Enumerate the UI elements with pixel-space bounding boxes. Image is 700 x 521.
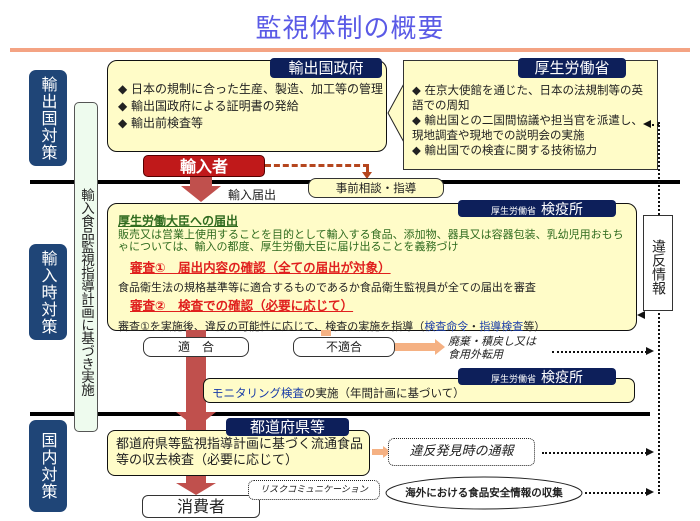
monitoring-header: 厚生労働省 検疫所 bbox=[458, 368, 616, 386]
violation-info-box: 違反情報 bbox=[643, 215, 673, 311]
noncompliant-box: 不適合 bbox=[293, 337, 395, 357]
notification-text: 販売又は営業上使用することを目的として輸入する食品、添加物、器具又は容器包装、乳… bbox=[118, 228, 624, 253]
import-flow-arrow-shaft bbox=[190, 177, 212, 187]
export-gov-item: ◆ 日本の規制に合った生産、製造、加工等の管理 bbox=[118, 82, 384, 96]
quarantine-header: 厚生労働省 検疫所 bbox=[458, 200, 616, 218]
risk-communication-box: リスクコミュニケーション bbox=[248, 480, 380, 500]
review1-text: 食品衛生法の規格基準等に適合するものであるか食品衛生監視員が全ての届出を審査 bbox=[118, 281, 536, 294]
consumer-box: 消費者 bbox=[142, 495, 260, 518]
mhlw-header: 厚生労働省 bbox=[518, 58, 626, 78]
callout-pointer bbox=[387, 79, 406, 147]
side-label-import: 輸入時対策 bbox=[29, 244, 67, 340]
notification-heading: 厚生労働大臣への届出 bbox=[118, 214, 239, 228]
monitoring-plan-column: 輸入食品監視指導計画に基づき実施 bbox=[74, 102, 98, 432]
prefectures-box: 都道府県等監視指導計画に基づく流通食品等の収去検査（必要に応じて） bbox=[107, 430, 370, 476]
review1-heading: 審査① 届出内容の確認（全ての届出が対象） bbox=[130, 260, 391, 275]
mhlw-box: ◆ 在京大使館を通じた、日本の法規制等の英語での周知 ◆ 輸出国との二国間協議や… bbox=[403, 60, 658, 170]
consultation-arrow bbox=[265, 164, 369, 167]
page-title: 監視体制の概要 bbox=[255, 14, 445, 44]
violation-report-box: 違反発見時の通報 bbox=[388, 438, 535, 466]
disposal-to-violation-line bbox=[552, 351, 647, 353]
review2-text: 審査①を実施後、違反の可能性に応じて、検査の実施を指導（検査命令・指導検査等） bbox=[118, 320, 546, 333]
overseas-info-text: 海外における食品安全情報の収集 bbox=[405, 487, 563, 499]
consultation-arrowhead bbox=[362, 172, 372, 179]
import-notification-label: 輸入届出 bbox=[228, 188, 277, 202]
divider-import-domestic bbox=[30, 412, 650, 416]
disposal-arrow bbox=[395, 343, 437, 351]
export-gov-item: ◆ 輸出国政府による証明書の発給 bbox=[118, 99, 299, 113]
side-label-domestic: 国内対策 bbox=[29, 420, 67, 512]
importer-box: 輸入者 bbox=[143, 155, 265, 177]
title-underline bbox=[10, 48, 690, 52]
side-label-exporting-country: 輸出国対策 bbox=[29, 70, 67, 166]
overseas-info-ellipse bbox=[385, 476, 583, 510]
import-flow-arrowhead bbox=[181, 186, 221, 202]
mhlw-item: ◆ 輸出国との二国間協議や担当官を派遣し、現地調査や現地での説明会の実施 bbox=[412, 113, 643, 142]
compliant-box: 適 合 bbox=[143, 337, 249, 357]
review2-heading: 審査② 検査での確認（必要に応じて） bbox=[130, 298, 354, 313]
export-gov-item: ◆ 輸出前検査等 bbox=[118, 116, 204, 130]
prior-consultation-box: 事前相談・指導 bbox=[308, 178, 444, 198]
disposal-text: 廃棄・積戻し又は食用外転用 bbox=[448, 335, 536, 361]
mhlw-item: ◆ 在京大使館を通じた、日本の法規制等の英語での周知 bbox=[412, 83, 643, 112]
exporting-government-header: 輸出国政府 bbox=[270, 58, 382, 78]
quarantine-box: 厚生労働大臣への届出 販売又は営業上使用することを目的として輸入する食品、添加物… bbox=[107, 203, 637, 333]
mhlw-item: ◆ 輸出国での検査に関する技術協力 bbox=[412, 143, 597, 157]
prefectures-header: 都道府県等 bbox=[226, 418, 349, 436]
